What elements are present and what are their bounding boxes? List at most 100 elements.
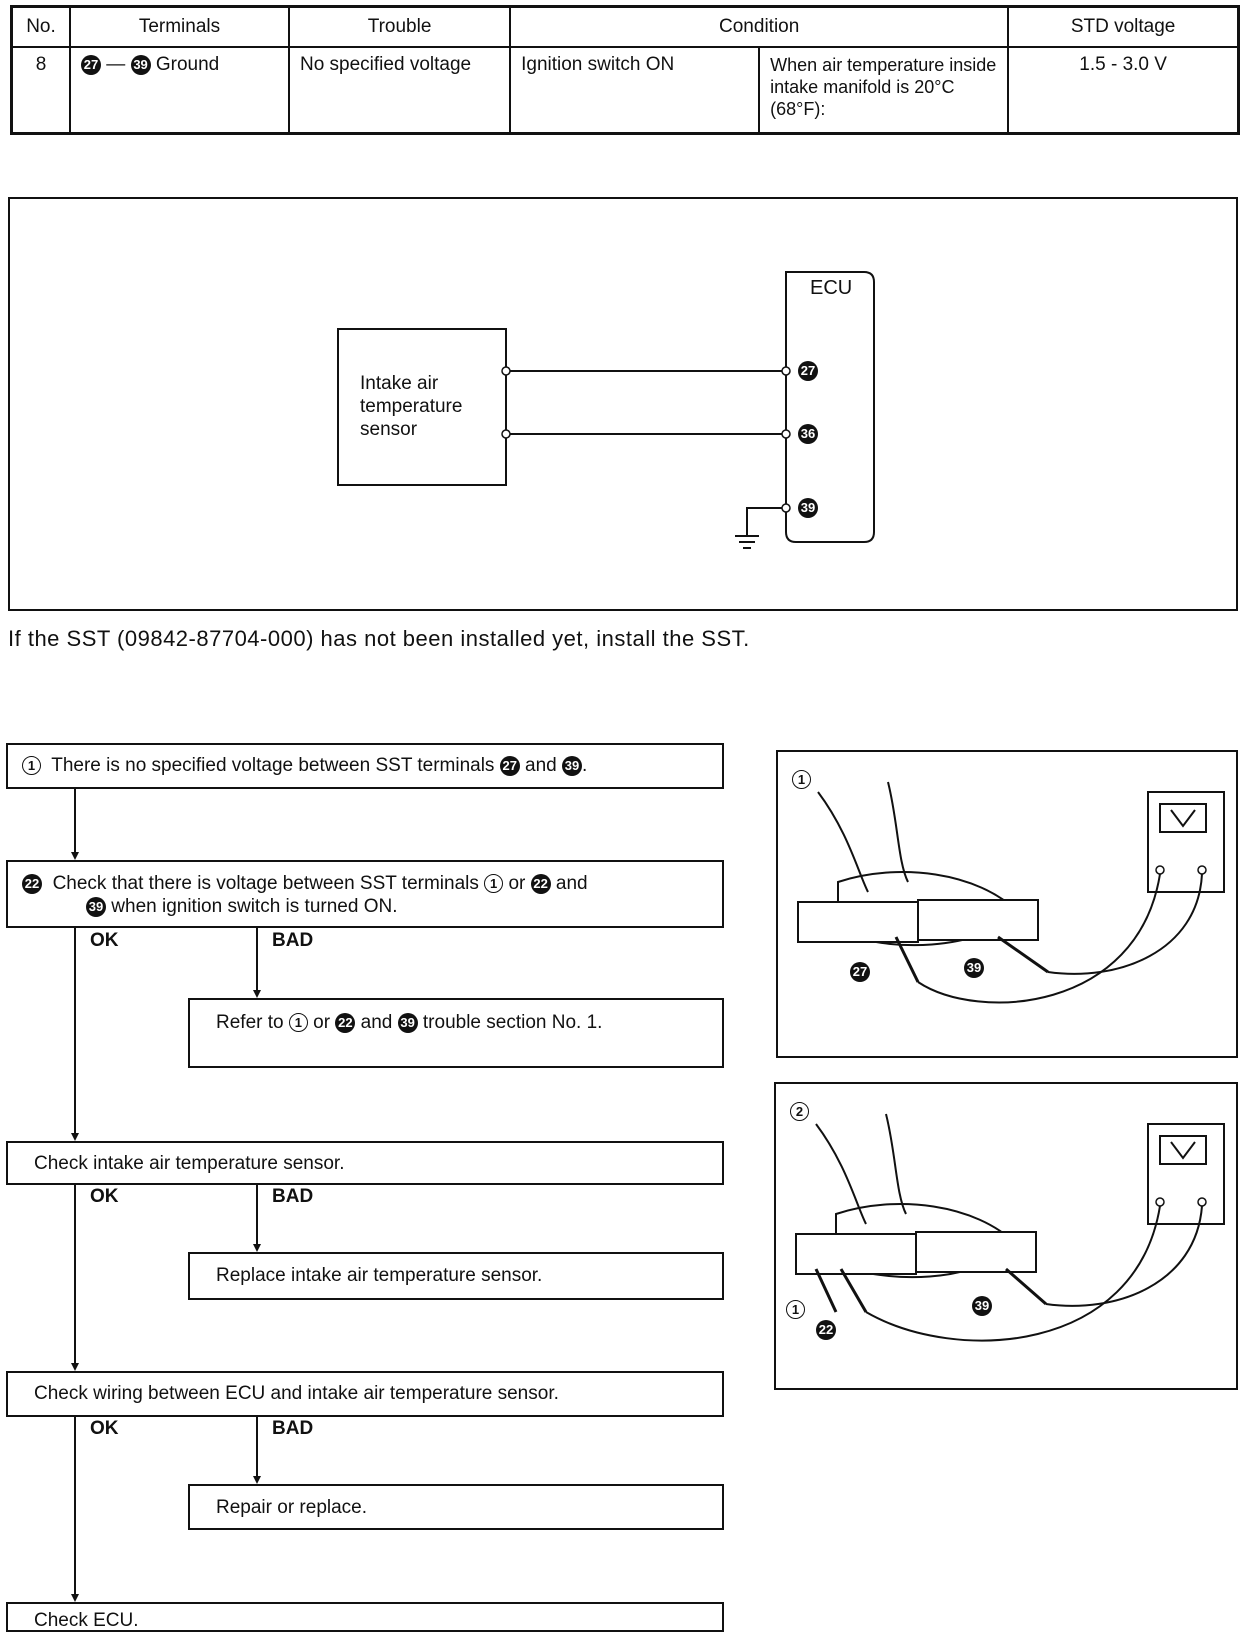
terminal-badge: 22 [335, 1012, 356, 1033]
terminal-badge: 27 [499, 755, 520, 776]
terminal-badge: 39 [130, 54, 151, 75]
meter-jack [1197, 1197, 1207, 1207]
ok-label: OK [90, 930, 119, 951]
wiring-diagram: ECU Intake air temperature sensor 27 36 … [8, 197, 1238, 611]
illustration-number: 1 [792, 770, 811, 789]
sensor-terminal [501, 366, 511, 376]
ok-label: OK [90, 1186, 119, 1207]
probe-icon [894, 936, 920, 983]
illustration-2: 2 1 22 39 [774, 1082, 1238, 1390]
step-number: 1 [22, 756, 41, 776]
header-trouble: Trouble [287, 5, 512, 48]
step-text: There is no specified voltage between SS… [51, 755, 495, 776]
connector-icon [797, 901, 919, 943]
cell-std-voltage: 1.5 - 3.0 V [1007, 46, 1240, 134]
bad-label: BAD [272, 930, 314, 951]
connector-icon [795, 1233, 917, 1275]
meter-jack [1155, 865, 1165, 875]
illustration-2-svg [795, 1113, 1225, 1342]
table-header-row: No. Terminals Trouble Condition STD volt… [10, 5, 1240, 48]
voltmeter-display [1159, 803, 1207, 833]
illustration-1-svg [797, 781, 1225, 1004]
terminal-badge: 22 [530, 873, 551, 894]
terminal-badge: 39 [397, 1012, 418, 1033]
flow-connector [256, 928, 258, 990]
flow-arrow [253, 990, 261, 998]
ok-label: OK [90, 1418, 119, 1439]
flow-arrow [71, 1133, 79, 1141]
wiring-diagram-svg [337, 271, 875, 549]
terminal-badge: 1 [288, 1013, 308, 1033]
voltmeter-display [1159, 1135, 1207, 1165]
ecu-pin-39: 39 [798, 498, 818, 518]
illustration-number: 2 [790, 1102, 809, 1121]
flow-connector [74, 1417, 76, 1595]
step-text: Check that there is voltage between SST … [52, 873, 479, 894]
flow-connector [74, 789, 76, 853]
refer-text: trouble section No. 1. [422, 1012, 603, 1033]
flow-check-ecu: Check ECU. [6, 1602, 724, 1632]
probe-lead [865, 1205, 1161, 1342]
bad-label: BAD [272, 1418, 314, 1439]
illustration-1: 1 27 39 [776, 750, 1238, 1058]
probe-icon [814, 1268, 838, 1313]
pin-label: 27 [850, 962, 870, 982]
hand-outline [817, 781, 909, 893]
pin-label: 39 [972, 1296, 992, 1316]
flow-step-2: 22 Check that there is voltage between S… [6, 860, 724, 928]
voltmeter-icon [1147, 791, 1225, 893]
terminal-badge: 39 [86, 896, 106, 917]
cell-no: 8 [10, 46, 71, 134]
ecu-terminal [781, 503, 791, 513]
pin-label: 22 [816, 1320, 836, 1340]
probe-icon [997, 935, 1049, 974]
probe-icon [839, 1268, 868, 1313]
bad-label: BAD [272, 1186, 314, 1207]
connector-icon [915, 1231, 1037, 1273]
flow-arrow [253, 1244, 261, 1252]
sensor-box [337, 328, 507, 486]
ecu-pin-36: 36 [798, 424, 818, 444]
ground-label: Ground [155, 54, 220, 75]
sensor-terminal [501, 429, 511, 439]
step-text: . [581, 755, 588, 776]
refer-text: and [360, 1012, 393, 1033]
ground-wire [746, 507, 782, 536]
flow-arrow [71, 1594, 79, 1602]
terminal-badge: 39 [561, 755, 582, 776]
flow-replace-sensor: Replace intake air temperature sensor. [188, 1252, 724, 1300]
ecu-terminal [781, 429, 791, 439]
ecu-box [785, 271, 875, 543]
header-condition: Condition [509, 5, 1010, 48]
probe-icon [1005, 1267, 1047, 1306]
pin-label: 39 [964, 958, 984, 978]
step-text: and [525, 755, 557, 776]
voltmeter-v-symbol [1170, 809, 1196, 828]
cell-terminals: 27 — 39 Ground [69, 46, 290, 134]
flow-arrow [71, 852, 79, 860]
probe-lead [1047, 873, 1203, 975]
terminal-badge: 1 [484, 874, 504, 894]
header-terminals: Terminals [69, 5, 290, 48]
meter-jack [1197, 865, 1207, 875]
ecu-label: ECU [810, 277, 853, 299]
cell-trouble: No specified voltage [287, 46, 512, 134]
refer-text: or [313, 1012, 331, 1033]
header-no: No. [10, 5, 71, 48]
spec-table: No. Terminals Trouble Condition STD volt… [10, 5, 1240, 135]
header-std-voltage: STD voltage [1007, 5, 1240, 48]
voltmeter-icon [1147, 1123, 1225, 1225]
probe-lead [917, 873, 1161, 1004]
flow-step-1: 1 There is no specified voltage between … [6, 743, 724, 789]
flow-connector [74, 928, 76, 1134]
flow-check-sensor: Check intake air temperature sensor. [6, 1141, 724, 1185]
flow-refer-box: Refer to 1 or 22 and 39 trouble section … [188, 998, 724, 1068]
voltmeter-v-symbol [1170, 1141, 1196, 1160]
connector-icon [917, 899, 1039, 941]
hand-outline [815, 1113, 907, 1225]
flow-check-wiring: Check wiring between ECU and intake air … [6, 1371, 724, 1417]
cell-condition-2: When air temperature inside intake manif… [758, 46, 1010, 134]
table-row: 8 27 — 39 Ground No specified voltage Ig… [10, 46, 1240, 134]
terminal-badge: 27 [81, 54, 101, 75]
step-text: when ignition switch is turned ON. [111, 896, 398, 917]
